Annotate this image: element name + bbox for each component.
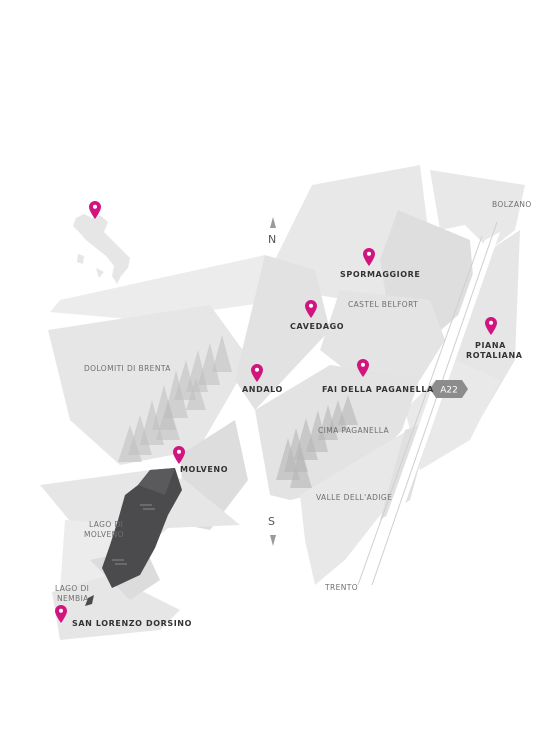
map-pin-icon[interactable] [251,364,263,382]
place-lago-di-nembia-line1: LAGO DI [55,584,90,593]
italy-locator-icon [73,214,130,284]
paganella-peaks [276,395,358,488]
south-label: S [268,515,275,528]
place-lago-di-molveno-line1: LAGO DI [89,520,124,529]
place-cima-paganella: CIMA PAGANELLA [318,426,390,435]
map-pin-icon[interactable] [357,359,369,377]
town-san-lorenzo-dorsino: SAN LORENZO DORSINO [72,619,192,628]
a22-motorway [357,221,500,590]
town-piana-rotaliana-line1: PIANA [475,341,506,350]
map-pin-icon[interactable] [55,605,67,623]
town-fai-della-paganella: FAI DELLA PAGANELLA [322,385,434,394]
map-pin-icon[interactable] [173,446,185,464]
north-label: N [268,233,277,246]
town-andalo: ANDALO [242,385,283,394]
place-dolomiti-di-brenta: DOLOMITI DI BRENTA [84,364,171,373]
town-spormaggiore: SPORMAGGIORE [340,270,421,279]
svg-text:A22: A22 [440,386,458,396]
place-castel-belfort: CASTEL BELFORT [348,300,419,309]
town-piana-rotaliana-line2: ROTALIANA [466,351,523,360]
map-pin-icon[interactable] [305,300,317,318]
town-molveno: MOLVENO [180,465,229,474]
north-arrow-icon [270,217,276,228]
place-trento: TRENTO [325,583,359,592]
town-cavedago: CAVEDAGO [290,322,345,331]
lago-di-nembia [85,595,94,606]
map-pin-icon[interactable] [485,317,497,335]
place-bolzano: BOLZANO [492,200,532,209]
map-pin-icon[interactable] [89,201,101,219]
place-lago-di-molveno-line2: MOLVENO [84,530,124,539]
map-pin-icon[interactable] [363,248,375,266]
place-lago-di-nembia-line2: NEMBIA [57,594,89,603]
dolomiti-peaks [118,335,232,462]
a22-badge: A22 [430,380,468,398]
place-valle-dell-adige: VALLE DELL'ADIGE [316,493,393,502]
south-arrow-icon [270,535,276,546]
lago-di-molveno [102,468,182,588]
